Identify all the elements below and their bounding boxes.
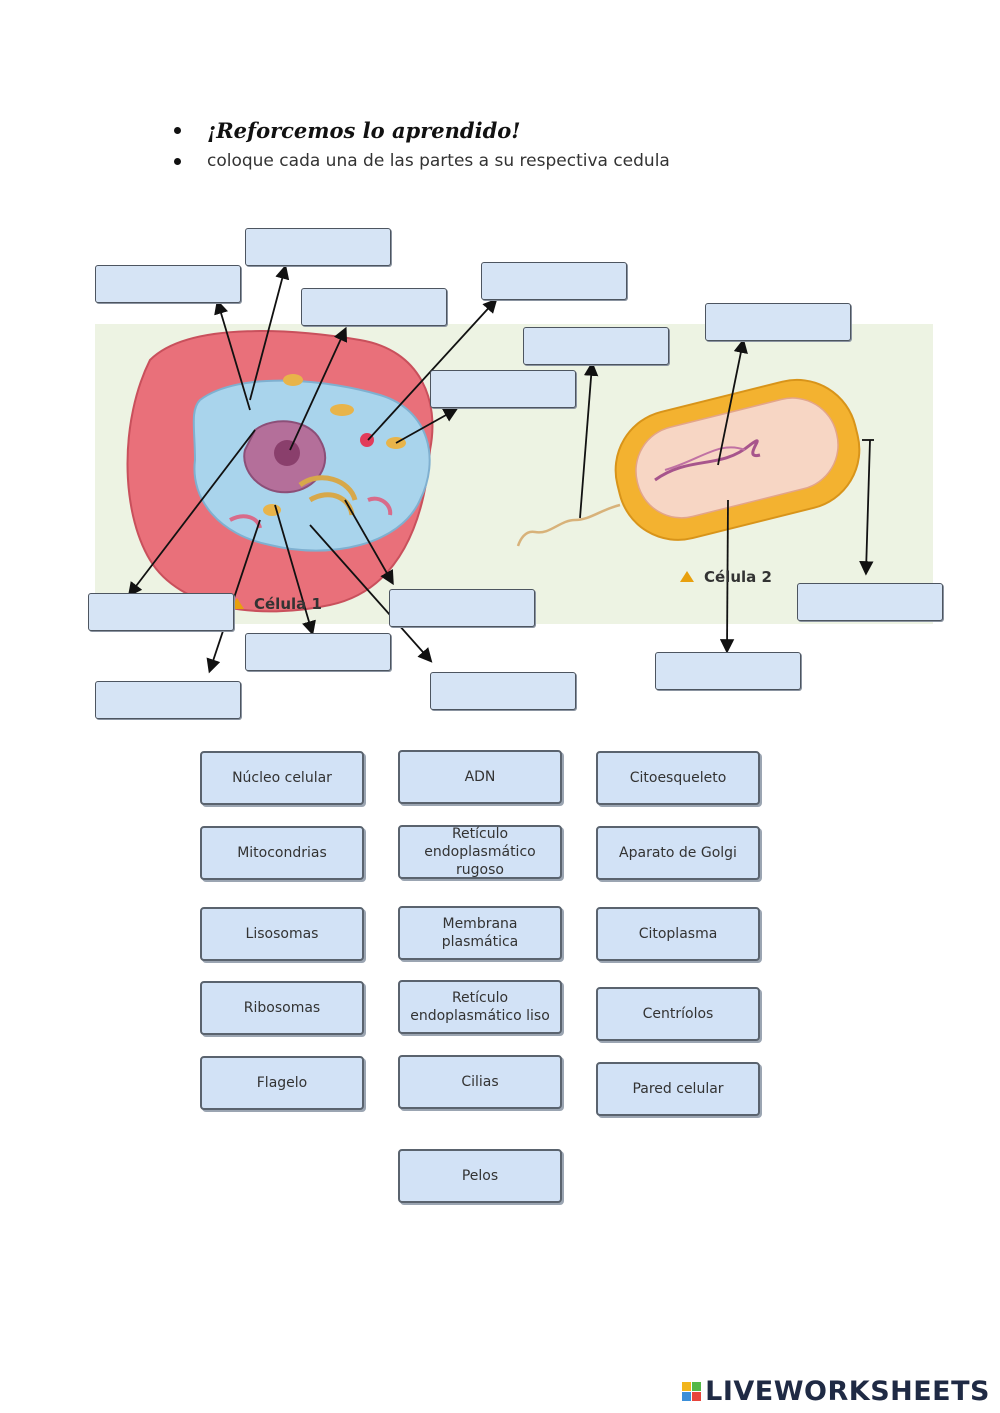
- brand-name: LIVEWORKSHEETS: [705, 1376, 990, 1407]
- drop-box[interactable]: [705, 303, 851, 341]
- triangle-icon: [680, 571, 694, 582]
- drop-box[interactable]: [430, 370, 576, 408]
- cell-diagram: [126, 264, 874, 674]
- drop-box[interactable]: [430, 672, 576, 710]
- drop-box[interactable]: [389, 589, 535, 627]
- bacterium-illustration: [516, 378, 861, 547]
- bullet-icon: [174, 127, 181, 134]
- drop-box[interactable]: [95, 681, 241, 719]
- bullet-icon: [174, 157, 181, 165]
- word-card[interactable]: Citoplasma: [596, 907, 760, 961]
- drop-box[interactable]: [655, 652, 801, 690]
- word-card[interactable]: ADN: [398, 750, 562, 804]
- drop-box[interactable]: [301, 288, 447, 326]
- pointer-arrows: [127, 264, 874, 674]
- triangle-icon: [230, 598, 244, 609]
- liveworksheets-logo: LIVEWORKSHEETS: [682, 1376, 990, 1407]
- animal-cell-illustration: [126, 330, 434, 613]
- word-card[interactable]: Retículo endoplasmático rugoso: [398, 825, 562, 879]
- word-card[interactable]: Centríolos: [596, 987, 760, 1041]
- instruction-title: ¡Reforcemos lo aprendido!: [207, 118, 521, 143]
- logo-squares-icon: [682, 1382, 702, 1401]
- word-card[interactable]: Flagelo: [200, 1056, 364, 1110]
- drop-box[interactable]: [797, 583, 943, 621]
- cell-2-label: Célula 2: [680, 568, 772, 586]
- word-card[interactable]: Pelos: [398, 1149, 562, 1203]
- word-card[interactable]: Pared celular: [596, 1062, 760, 1116]
- word-card[interactable]: Lisosomas: [200, 907, 364, 961]
- cell-1-label: Célula 1: [230, 595, 322, 613]
- instructions: ¡Reforcemos lo aprendido! coloque cada u…: [170, 118, 870, 179]
- word-card[interactable]: Núcleo celular: [200, 751, 364, 805]
- instruction-title-row: ¡Reforcemos lo aprendido!: [170, 118, 870, 143]
- instruction-subtitle: coloque cada una de las partes a su resp…: [207, 151, 670, 171]
- word-card[interactable]: Mitocondrias: [200, 826, 364, 880]
- word-card[interactable]: Aparato de Golgi: [596, 826, 760, 880]
- drop-box[interactable]: [245, 228, 391, 266]
- drop-box[interactable]: [245, 633, 391, 671]
- word-card[interactable]: Membrana plasmática: [398, 906, 562, 960]
- word-card[interactable]: Citoesqueleto: [596, 751, 760, 805]
- word-card[interactable]: Ribosomas: [200, 981, 364, 1035]
- word-card[interactable]: Retículo endoplasmático liso: [398, 980, 562, 1034]
- drop-box[interactable]: [481, 262, 627, 300]
- drop-box[interactable]: [88, 593, 234, 631]
- drop-box[interactable]: [523, 327, 669, 365]
- instruction-subtitle-row: coloque cada una de las partes a su resp…: [170, 151, 870, 171]
- drop-box[interactable]: [95, 265, 241, 303]
- word-card[interactable]: Cilias: [398, 1055, 562, 1109]
